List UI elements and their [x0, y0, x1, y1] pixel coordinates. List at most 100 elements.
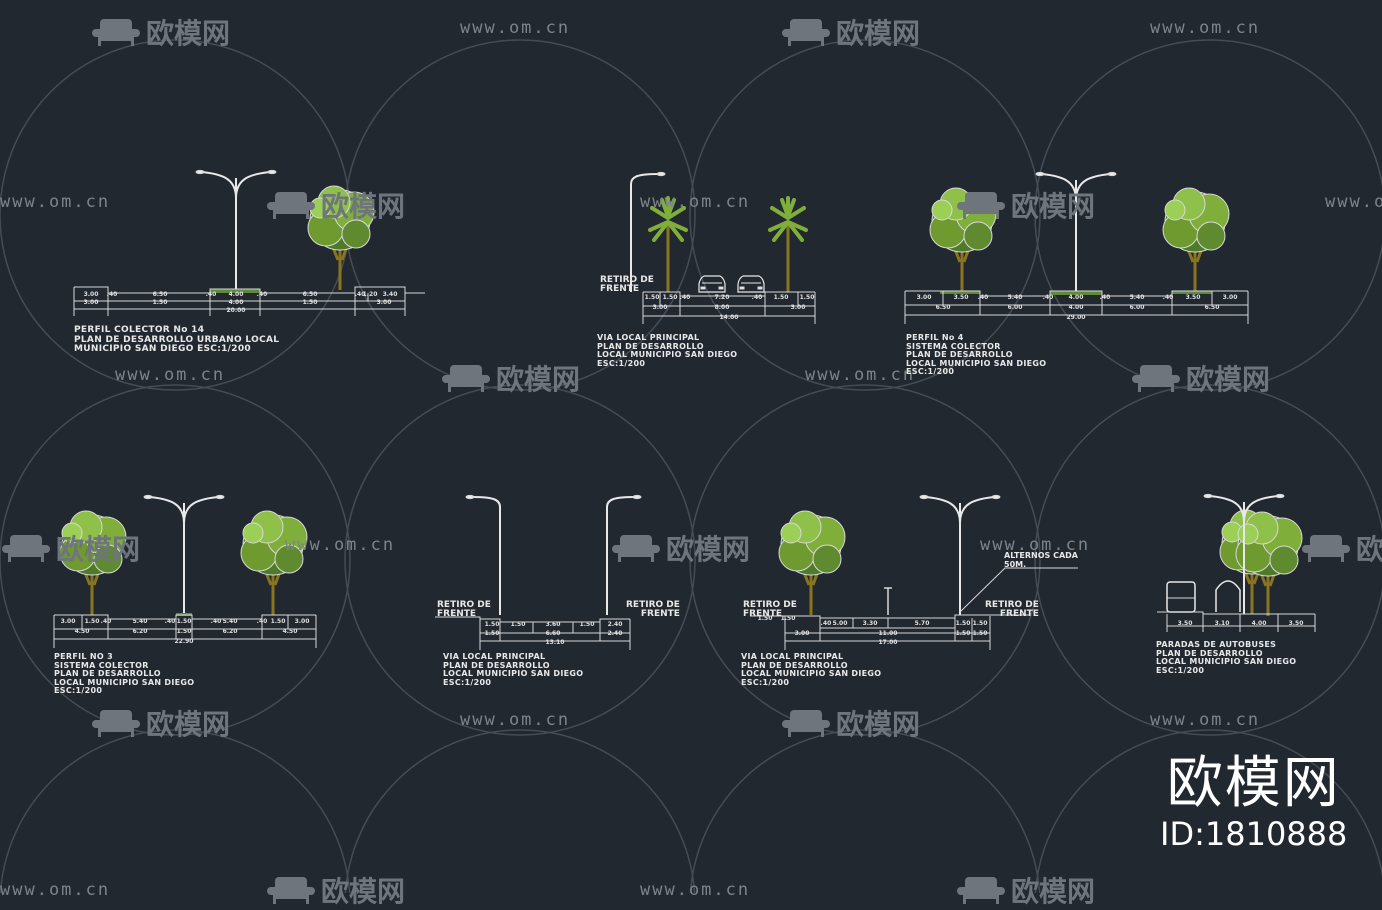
- dimension-value: 3.00: [1222, 294, 1238, 301]
- dimension-value: 4.00: [1068, 294, 1084, 301]
- dimension-value: 13.10: [545, 639, 565, 646]
- dimension-value: 1.50: [955, 630, 971, 637]
- retiro-label-right: RETIRO DE FRENTE: [985, 600, 1039, 619]
- section-via-local-principal-3: [750, 494, 1078, 650]
- watermark-url: www.om.cn: [0, 880, 111, 900]
- dimension-value: 3.50: [1288, 620, 1304, 627]
- dimension-value: 2.40: [607, 621, 623, 628]
- dimension-value: 3.50: [953, 294, 969, 301]
- dimension-value: 1.50: [484, 630, 500, 637]
- dimension-value: 22.90: [174, 638, 194, 645]
- watermark-url: www.om.cn: [640, 880, 751, 900]
- dimension-value: .40: [679, 294, 691, 301]
- watermark-logo-text: 欧模网: [836, 708, 921, 741]
- dimension-value: 2.40: [607, 630, 623, 637]
- dimension-value: 5.70: [914, 620, 930, 627]
- dimension-value: 3.50: [1185, 294, 1201, 301]
- dimension-value: 5.40: [1129, 294, 1145, 301]
- dimension-value: 3.00: [794, 630, 810, 637]
- dimension-value: .40: [210, 618, 222, 625]
- watermark-logo-text: 欧模网: [496, 363, 581, 396]
- watermark-logo: 欧模网: [90, 12, 230, 52]
- section-perfil-colector-14: [73, 169, 425, 316]
- watermark-logo-text: 欧模网: [1186, 363, 1271, 396]
- dimension-value: .40: [751, 294, 763, 301]
- watermark-logo-text: 欧模网: [146, 17, 231, 50]
- dimension-value: .40: [100, 618, 112, 625]
- watermark-logo-text: 欧模网: [56, 533, 141, 566]
- dimension-value: 3.00: [376, 299, 392, 306]
- dimension-value: 3.30: [862, 620, 878, 627]
- dimension-value: 4.50: [74, 628, 90, 635]
- watermark-logo: 欧模网: [265, 870, 405, 910]
- dimension-value: 3.00: [652, 304, 668, 311]
- dimension-value: 3.00: [294, 618, 310, 625]
- dimension-value: 3.00: [83, 291, 99, 298]
- watermark-logo: 欧模网: [1300, 528, 1382, 568]
- dimension-value: 1.50: [972, 630, 988, 637]
- dimension-value: .40: [1162, 294, 1174, 301]
- watermark-url: www.om.cn: [1150, 710, 1261, 730]
- caption-perfil-colector-14: PERFIL COLECTOR No 14 PLAN DE DESARROLLO…: [74, 325, 280, 354]
- dimension-value: 4.00: [1068, 304, 1084, 311]
- watermark-logo: 欧模网: [90, 703, 230, 743]
- caption-via-local-1: VIA LOCAL PRINCIPAL PLAN DE DESARROLLO L…: [597, 333, 738, 368]
- section-via-local-principal-2: [435, 494, 642, 650]
- dimension-value: 1.50: [84, 618, 100, 625]
- dimension-value: 5.40: [132, 618, 148, 625]
- watermark-logo-text: 欧模网: [146, 708, 231, 741]
- dimension-value: 1.50: [773, 294, 789, 301]
- watermark-logo: 欧模网: [265, 185, 405, 225]
- watermark-url: www.om.cn: [1325, 192, 1382, 212]
- dimension-value: .40: [205, 291, 217, 298]
- caption-perfil-4: PERFIL No 4 SISTEMA COLECTOR PLAN DE DES…: [906, 333, 1047, 376]
- caption-via-local-3: VIA LOCAL PRINCIPAL PLAN DE DESARROLLO L…: [741, 652, 882, 687]
- retiro-label-right: RETIRO DE FRENTE: [626, 600, 680, 619]
- dimension-value: 1.50: [955, 620, 971, 627]
- dimension-value: 5.00: [832, 620, 848, 627]
- dimension-value: 3.00: [790, 304, 806, 311]
- brand-id: ID:1810888: [1160, 815, 1348, 853]
- dimension-value: 8.00: [714, 304, 730, 311]
- watermark-logo: 欧模网: [610, 528, 750, 568]
- dimension-value: 5.40: [1007, 294, 1023, 301]
- section-perfil-3: [53, 494, 317, 648]
- dimension-value: 3.10: [1214, 620, 1230, 627]
- watermark-url: www.om.cn: [0, 192, 111, 212]
- watermark-url: www.om.cn: [1150, 18, 1261, 38]
- dimension-value: 17.00: [878, 639, 898, 646]
- watermark-url: www.om.cn: [460, 18, 571, 38]
- retiro-label-left: RETIRO DE FRENTE: [437, 600, 491, 619]
- dimension-value: 6.00: [1007, 304, 1023, 311]
- watermark-logo-text: 欧模网: [321, 190, 406, 223]
- watermark-logo-text: 欧模网: [1011, 190, 1096, 223]
- dimension-value: 6.50: [935, 304, 951, 311]
- watermark-logo: 欧模网: [780, 703, 920, 743]
- dimension-value: 1.50: [302, 299, 318, 306]
- note-alternos: ALTERNOS CADA 50M.: [1004, 551, 1078, 569]
- watermark-logo: 欧模网: [780, 12, 920, 52]
- dimension-value: 4.50: [282, 628, 298, 635]
- dimension-value: .40: [106, 291, 118, 298]
- dimension-value: 3.00: [83, 299, 99, 306]
- dimension-value: .40: [820, 620, 832, 627]
- caption-perfil-3: PERFIL NO 3 SISTEMA COLECTOR PLAN DE DES…: [54, 652, 195, 695]
- dimension-value: 1.50: [579, 621, 595, 628]
- dimension-value: 6.50: [152, 291, 168, 298]
- brand-watermark: 欧模网 ID:1810888: [1160, 752, 1348, 853]
- dimension-value: 1.50: [176, 628, 192, 635]
- dimension-value: .40: [1042, 294, 1054, 301]
- dimension-value: 3.00: [60, 618, 76, 625]
- dimension-value: 1.20: [362, 291, 378, 298]
- dimension-value: 6.20: [132, 628, 148, 635]
- dimension-value: 4.00: [228, 299, 244, 306]
- dimension-value: 11.00: [878, 630, 898, 637]
- dimension-value: 14.00: [719, 314, 739, 321]
- dimension-value: .40: [256, 291, 268, 298]
- dimension-value: 1.50: [270, 618, 286, 625]
- dimension-value: 1.50: [176, 618, 192, 625]
- watermark-logo-text: 欧模网: [666, 533, 751, 566]
- watermark-logo-text: 欧模网: [1356, 533, 1382, 566]
- retiro-label-left: RETIRO DE FRENTE: [743, 600, 797, 619]
